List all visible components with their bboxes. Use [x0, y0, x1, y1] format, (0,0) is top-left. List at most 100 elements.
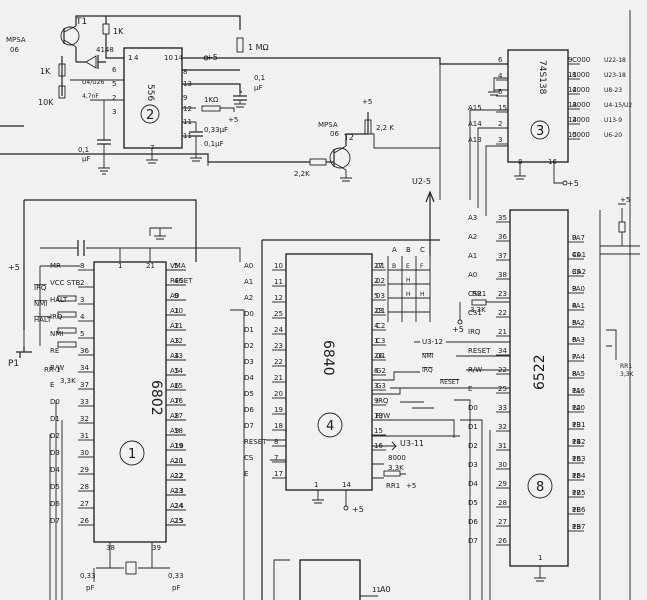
chip-6522-index: 8: [536, 480, 544, 495]
u1-left-sig-7: E: [50, 381, 54, 389]
chip-556-part: 556: [145, 84, 155, 101]
u1-right-pin-num-12: 19: [174, 442, 183, 450]
p1-label: P1: [8, 359, 19, 369]
u1-left-sig-14: D6: [50, 500, 60, 508]
u8-right-sig-1: CA1: [572, 251, 586, 259]
u1-right-sig-9: A7: [170, 397, 179, 405]
u8-right-sig-10: PA0: [572, 404, 585, 412]
u1-right-sig-13: A11: [170, 457, 184, 465]
u1-left-pin-num-13: 28: [80, 483, 89, 491]
u8-right-sig-0: PA7: [572, 234, 585, 242]
u8-right-pin-num-14: 16: [572, 472, 581, 480]
u1-pin38: 38: [106, 544, 115, 552]
u8-left-sig-0: A3: [468, 214, 477, 222]
u3-dest-1: U23-18: [604, 72, 626, 79]
u1-right-sig-6: A4: [170, 352, 180, 360]
u4-left-pin-num-7: 21: [274, 374, 283, 382]
u8-left-pin-num-2: 37: [498, 252, 507, 260]
u8-left-sig-16: D6: [468, 518, 478, 526]
u8-left-sig-5: CS1: [468, 309, 482, 317]
svg-text:14: 14: [174, 54, 183, 62]
crystal: [125, 561, 137, 575]
chip-556-badge: [140, 104, 160, 124]
u8-irq: IRQ: [422, 367, 433, 374]
u4-right-pin-num-11: 15: [374, 427, 383, 435]
timer-section: T1 MPSA 06 1K 4148 1K 10K U4/U26 4,7nF 0…: [6, 15, 269, 175]
u8-right-sig-7: PA4: [572, 353, 586, 361]
u3-right-pin-num-3: 13: [568, 101, 577, 109]
t2-label: T2: [343, 133, 354, 142]
u4-left-pin-num-5: 23: [274, 342, 283, 350]
r-22k-coll-label: 2,2 K: [376, 124, 394, 132]
chip-6522-part: 6522: [532, 354, 548, 390]
u1-right-sig-15: A13: [170, 487, 184, 495]
u4-pin14: 14: [342, 481, 351, 489]
u8-right-pin-num-10: 12: [572, 404, 581, 412]
u1-left-pin-num-10: 31: [80, 432, 89, 440]
u4-right-pin-num-4: 4: [374, 322, 379, 330]
u8-right-sig-6: PA3: [572, 336, 585, 344]
u3-right-pin-num-5: 15: [568, 131, 577, 139]
u4-right-sig-9: IRQ: [376, 397, 389, 405]
u4-output-grid: A B C B E F H H H: [387, 246, 431, 322]
u3-left-pin-num-3: 15: [498, 104, 507, 112]
u4-left-sig-0: A0: [244, 262, 253, 270]
chip-6802-index: 1: [128, 447, 136, 462]
u4-left-sig-4: D1: [244, 326, 254, 334]
r-1k-left-label: 1K: [40, 67, 51, 76]
u8-via: 6522 8 1 35A336A237A138A023CS222CS121IRQ…: [390, 196, 640, 582]
u1-left-sig-2: HALT: [50, 296, 68, 304]
u4-left-sig-1: A1: [244, 278, 253, 286]
u1-right-pin-num-17: 25: [174, 517, 183, 525]
svg-text:+5: +5: [228, 116, 238, 124]
chip-6840-part: 6840: [320, 340, 336, 376]
u1-right-sig-14: A12: [170, 472, 184, 480]
u4-r8000: 8000: [388, 454, 406, 462]
u1-right-sig-17: A15: [170, 517, 184, 525]
u4-left-pin-num-12: 7: [274, 454, 278, 462]
u1-left-pin-num-8: 33: [80, 398, 89, 406]
svg-text:1: 1: [128, 54, 132, 62]
u1-left-pin-num-11: 30: [80, 449, 89, 457]
t1-type2: 06: [10, 46, 19, 54]
u1-left-sig-4: NMI: [50, 330, 63, 338]
u1-left-pin-num-7: 37: [80, 381, 89, 389]
u3-right-pin-num-4: 14: [568, 116, 577, 124]
c-note: U4/U26: [82, 79, 104, 86]
u1-right-pin-num-6: 13: [174, 352, 183, 360]
u3-right-sig-3: A000: [572, 101, 590, 109]
u8-left-pin-num-16: 27: [498, 518, 507, 526]
u1-right-sig-1: RESET: [170, 277, 193, 285]
u3-right-sig-4: 2000: [572, 116, 590, 124]
u4-left-pin-num-8: 20: [274, 390, 283, 398]
chip-6840: [285, 253, 373, 491]
u8-right-pin-num-5: 5: [572, 319, 576, 327]
u4-right-pin-num-2: 5: [374, 292, 378, 300]
u8-left-sig-2: A1: [468, 252, 477, 260]
u8-left-pin-num-4: 23: [498, 290, 507, 298]
u8-right-pin-num-16: 18: [572, 506, 581, 514]
u1-right-pin-num-13: 20: [174, 457, 183, 465]
u3-left-pin-num-1: 4: [498, 72, 503, 80]
u1-left-pin-num-15: 26: [80, 517, 89, 525]
u4-left-sig-12: CS: [244, 454, 254, 462]
u4-right-pin-num-9: 9: [374, 397, 378, 405]
u8-rr1v: 3,3K: [470, 306, 486, 314]
u4-left-sig-11: RESET: [244, 438, 267, 446]
u4-right-pin-num-10: 13: [374, 412, 383, 420]
chip-6802-part: 6802: [148, 380, 164, 416]
u8-left-sig-11: D1: [468, 423, 478, 431]
u1-left-sig-1: VCC STB: [50, 279, 81, 287]
u8-left-pin-num-10: 33: [498, 404, 507, 412]
r-1k-top-label: 1K: [113, 27, 124, 36]
u4-left-pin-num-2: 12: [274, 294, 283, 302]
u3-dest-3: U4-15/U2: [604, 102, 632, 109]
u8-right-pin-num-1: 40: [572, 251, 581, 259]
u8-left-sig-6: IRQ: [468, 328, 481, 336]
u4-rr1: RR1: [386, 482, 400, 490]
u8-right-pin-num-8: 8: [572, 370, 576, 378]
svg-text:6: 6: [112, 66, 117, 74]
t2-type: MPSA: [318, 121, 338, 129]
